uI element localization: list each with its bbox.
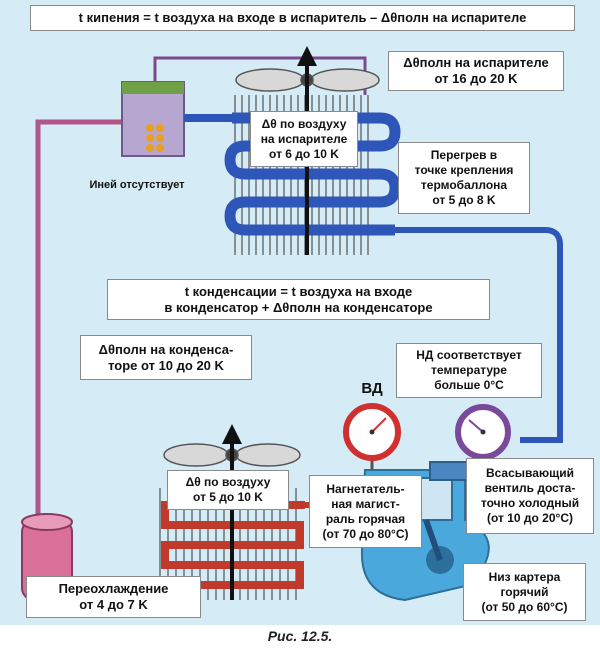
evaporator-coil	[224, 95, 401, 255]
crankcase-bottom-box: Низ картера горячий (от 50 до 60°C)	[463, 563, 586, 621]
superheat-box: Перегрев в точке крепления термобаллона …	[398, 142, 530, 214]
formula-evaporator-box: t кипения = t воздуха на входе в испарит…	[30, 5, 575, 31]
low-pressure-gauge	[455, 404, 511, 460]
delta-air-condenser-box: Δθ по воздуху от 5 до 10 K	[167, 470, 289, 510]
expansion-valve	[121, 81, 232, 157]
suction-valve-box: Всасывающий вентиль доста- точно холодны…	[466, 458, 594, 534]
condenser-fan	[163, 443, 301, 467]
high-pressure-gauge	[343, 403, 401, 461]
delta-total-condenser-box: Δθполн на конденса- торе от 10 до 20 K	[80, 335, 252, 380]
discharge-line-box: Нагнетатель- ная магист- раль горячая (о…	[309, 475, 422, 548]
delta-air-evaporator-box: Δθ по воздуху на испарителе от 6 до 10 K	[250, 111, 358, 167]
subcooling-box: Переохлаждение от 4 до 7 K	[26, 576, 201, 618]
figure-caption: Рис. 12.5.	[267, 628, 333, 644]
low-pressure-box: НД соответствует температуре больше 0°C	[396, 343, 542, 398]
evaporator-fan	[235, 68, 380, 92]
high-pressure-gauge-label: ВД	[361, 380, 383, 397]
delta-total-evaporator-box: Δθполн на испарителе от 16 до 20 K	[388, 51, 564, 91]
no-frost-label: Иней отсутствует	[89, 179, 185, 191]
suction-line	[395, 227, 563, 443]
formula-condenser-box: t конденсации = t воздуха на входе в кон…	[107, 279, 490, 320]
liquid-line	[35, 119, 122, 520]
